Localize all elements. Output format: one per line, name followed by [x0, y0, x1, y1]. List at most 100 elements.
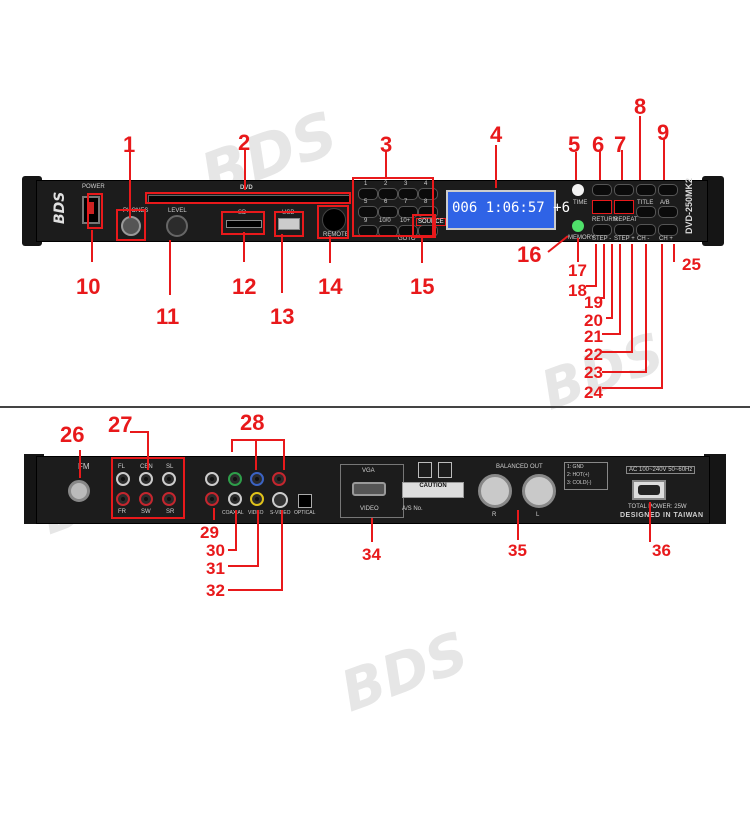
ab-button[interactable] [658, 206, 678, 218]
svideo-label: S-VIDEO [270, 510, 291, 516]
callout-23: 23 [584, 363, 603, 382]
coaxial-label: COAXIAL [222, 510, 244, 516]
callout-11: 11 [156, 304, 180, 329]
fm-antenna-connector[interactable] [68, 480, 90, 502]
display-readout: 006 1:06:57 +6 [452, 200, 571, 216]
sw-output-jack[interactable] [139, 492, 153, 506]
balanced-out-label: BALANCED OUT [496, 464, 543, 470]
keypad-key-1: 1 [364, 181, 368, 187]
ch-minus-label: CH - [637, 236, 650, 242]
keypad-button-1[interactable] [358, 188, 378, 200]
play-button[interactable] [592, 200, 612, 214]
lcd-display: 006 1:06:57 +6 [446, 190, 570, 230]
stereo-l-jack[interactable] [205, 472, 219, 486]
repeat-label: REPEAT [614, 217, 638, 223]
keypad-button-6[interactable] [378, 206, 398, 218]
component-y-jack[interactable] [228, 472, 242, 486]
callout-31: 31 [206, 559, 225, 578]
callout-28: 28 [240, 410, 265, 435]
time-label: TIME [573, 200, 588, 206]
callout-27: 27 [108, 412, 133, 437]
callout-4: 4 [490, 122, 503, 147]
power-switch[interactable] [82, 196, 100, 224]
keypad-button-5[interactable] [358, 206, 378, 218]
callout-14: 14 [318, 274, 343, 299]
callout-34: 34 [362, 545, 381, 564]
power-label: POWER [82, 184, 105, 190]
coaxial-jack[interactable] [228, 492, 242, 506]
fl-output-jack[interactable] [116, 472, 130, 486]
menu-button[interactable] [636, 184, 656, 196]
video-label: VIDEO [248, 510, 264, 516]
xlr-r-label: R [492, 512, 497, 518]
audio-button[interactable] [658, 184, 678, 196]
sd-card-slot[interactable] [226, 220, 262, 228]
optical-port[interactable] [298, 494, 312, 508]
total-power-label: TOTAL POWER: 25W [628, 504, 687, 510]
callout-24: 24 [584, 383, 603, 402]
stereo-r-jack[interactable] [205, 492, 219, 506]
return-button[interactable] [592, 224, 612, 236]
home-icon [438, 462, 452, 478]
component-pr-jack[interactable] [272, 472, 286, 486]
callout-9: 9 [657, 120, 670, 145]
section-divider [0, 406, 750, 408]
keypad-button-2[interactable] [378, 188, 398, 200]
goto-label: GOTO [398, 236, 416, 242]
remote-label: REMOTE [323, 232, 349, 238]
callout-36: 36 [652, 541, 671, 560]
keypad-button-3[interactable] [398, 188, 418, 200]
video-jack[interactable] [250, 492, 264, 506]
fr-output-jack[interactable] [116, 492, 130, 506]
pin-3-label: 3: COLD(-) [567, 480, 592, 486]
time-button-led[interactable] [572, 184, 584, 196]
next-button[interactable] [614, 184, 634, 196]
callout-30: 30 [206, 541, 225, 560]
prev-button[interactable] [592, 184, 612, 196]
dvd-label: DVD [240, 185, 253, 191]
cen-label: CEN [140, 464, 153, 470]
caution-label: CAUTION [419, 483, 447, 489]
callout-13: 13 [270, 304, 295, 329]
callout-18: 18 [568, 281, 587, 300]
ac-power-inlet[interactable] [632, 480, 666, 500]
keypad-key-8: 8 [424, 199, 428, 205]
memory-label: MEMORY [568, 235, 595, 241]
callout-1: 1 [123, 132, 136, 157]
cen-output-jack[interactable] [139, 472, 153, 486]
fl-label: FL [118, 464, 126, 470]
xlr-l-connector[interactable] [522, 474, 556, 508]
sr-output-jack[interactable] [162, 492, 176, 506]
keypad-key-10-plus: 10+ [400, 218, 411, 224]
usb-port[interactable] [278, 218, 300, 230]
pin-info-box: 1: GND 2: HOT(+) 3: COLD(-) [564, 462, 608, 490]
ch-plus-button[interactable] [658, 224, 678, 236]
callout-25: 25 [682, 255, 701, 274]
callout-35: 35 [508, 541, 527, 560]
component-pb-jack[interactable] [250, 472, 264, 486]
level-knob[interactable] [166, 215, 188, 237]
ab-label: A/B [660, 200, 670, 206]
callout-15: 15 [410, 274, 435, 299]
callout-32: 32 [206, 581, 225, 600]
repeat-button[interactable] [614, 224, 634, 236]
callout-19: 19 [584, 293, 603, 312]
ch-minus-button[interactable] [636, 224, 656, 236]
keypad-key-9: 9 [364, 218, 368, 224]
xlr-l-label: L [536, 512, 540, 518]
as-number-label: A/S No. [402, 506, 423, 512]
keypad-key-5: 5 [364, 199, 368, 205]
vga-connector[interactable] [352, 482, 386, 496]
fm-label: FM [78, 462, 90, 471]
xlr-r-connector[interactable] [478, 474, 512, 508]
stop-button[interactable] [614, 200, 634, 214]
callout-21: 21 [584, 327, 603, 346]
svideo-connector[interactable] [272, 492, 288, 508]
sl-output-jack[interactable] [162, 472, 176, 486]
level-label: LEVEL [168, 208, 187, 214]
callout-22: 22 [584, 345, 603, 364]
callout-17: 17 [568, 261, 587, 280]
callout-7: 7 [614, 132, 627, 157]
memory-button-led[interactable] [572, 220, 584, 232]
title-button[interactable] [636, 206, 656, 218]
